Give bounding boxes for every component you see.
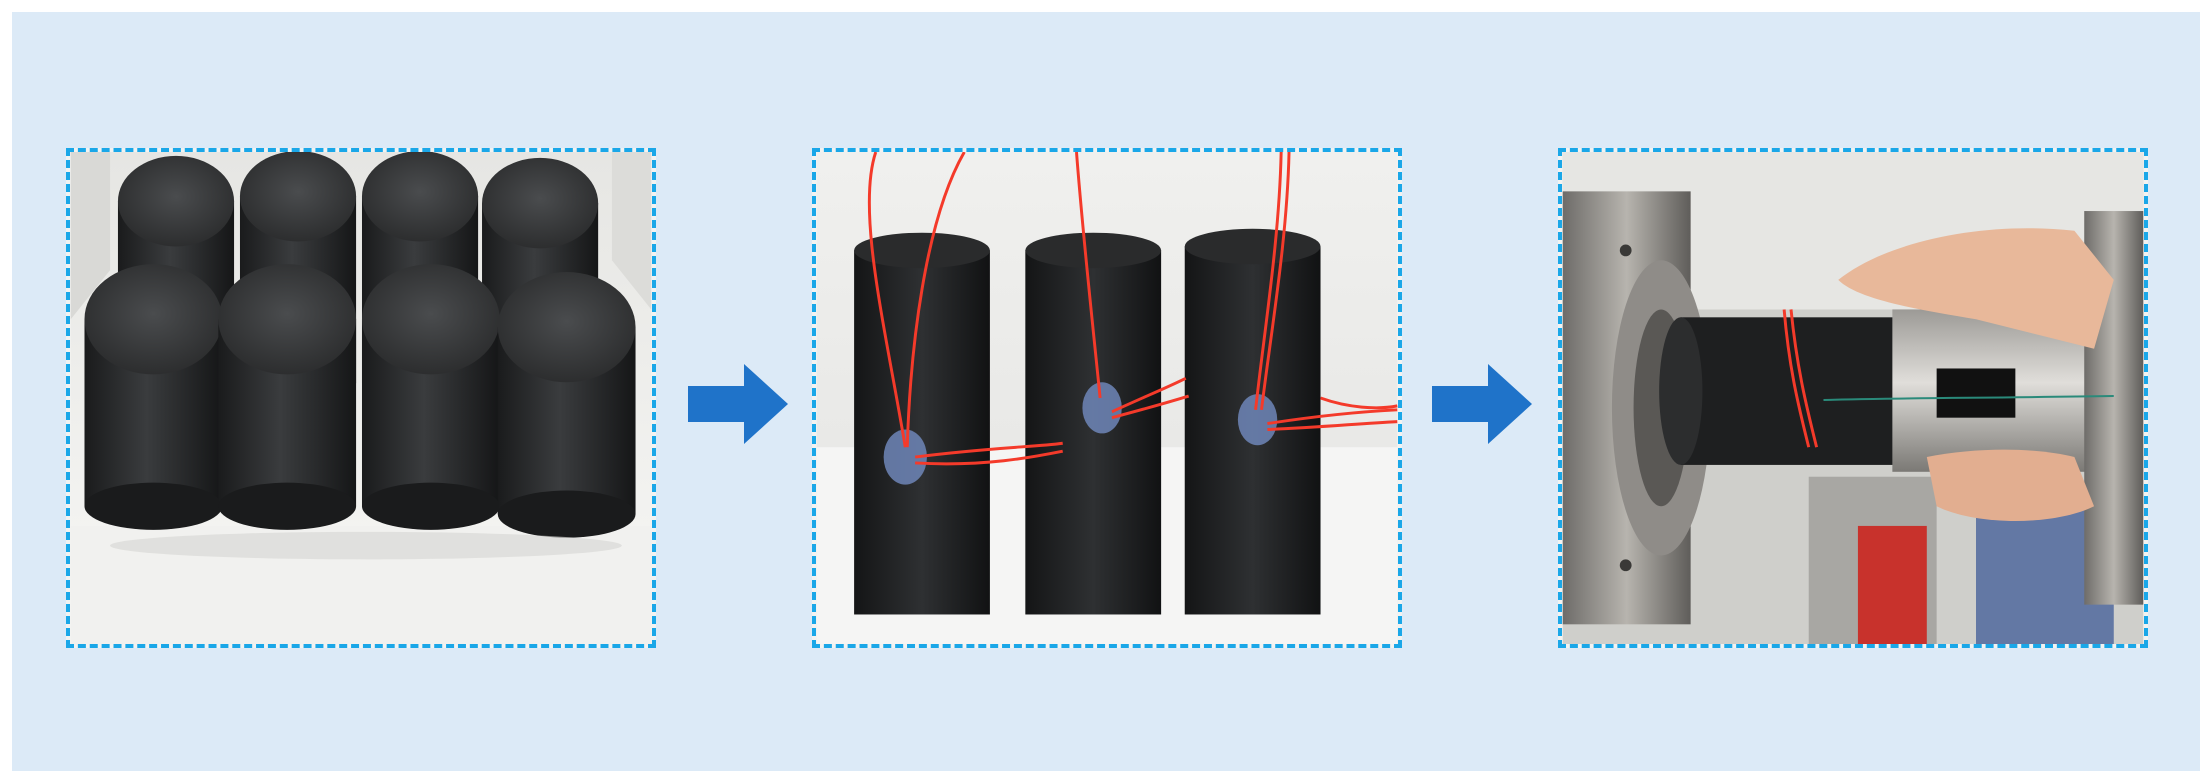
panel-specimens-photo: [66, 148, 656, 648]
mounted-specimen: [1659, 317, 1898, 465]
hand: [1838, 228, 2114, 521]
strain-gauge-illustration: [816, 152, 1398, 644]
strain-gauge-pads: [883, 382, 1278, 485]
panel-strain-gauges-photo: [812, 148, 1402, 648]
right-arrow-icon: [688, 364, 788, 444]
red-wires: [867, 152, 1398, 466]
panel-test-fixture-photo: [1558, 148, 2148, 648]
right-arrow-icon: [1432, 364, 1532, 444]
steel-holder: [1892, 211, 2144, 605]
specimens-illustration: [70, 152, 652, 644]
test-fixture-illustration: [1562, 152, 2144, 644]
red-wires: [1782, 309, 1819, 448]
figure-canvas: [12, 12, 2200, 771]
front-row-cylinders: [84, 264, 636, 538]
